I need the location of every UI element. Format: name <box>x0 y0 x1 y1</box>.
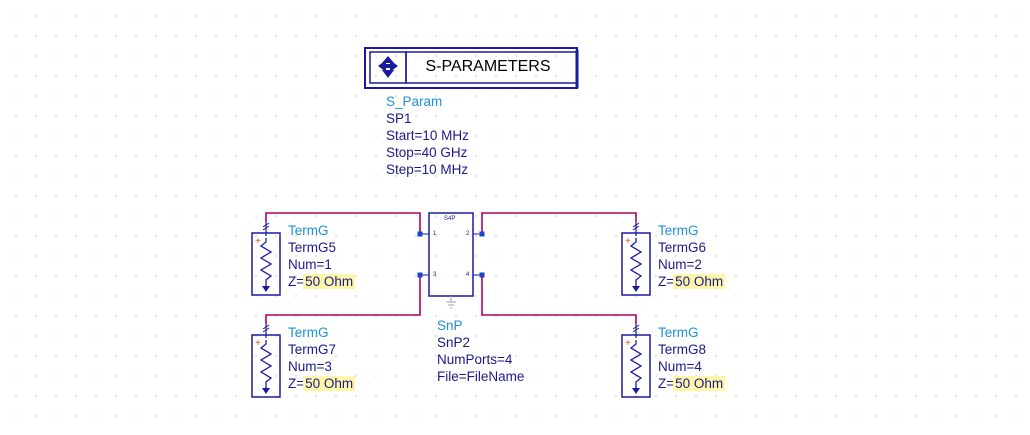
s-parameters-title: S-PARAMETERS <box>425 58 551 75</box>
plus-polarity-icon: + <box>255 338 261 349</box>
term8-instance-name: TermG8 <box>658 342 707 357</box>
term6-z-value[interactable]: 50 Ohm <box>673 274 726 289</box>
term7-impedance[interactable]: Z=50 Ohm <box>288 375 356 392</box>
wire-port2 <box>481 212 637 234</box>
terminations: + + + + <box>251 222 651 398</box>
term7-instance-name: TermG7 <box>288 342 337 357</box>
term5-impedance[interactable]: Z=50 Ohm <box>288 273 356 290</box>
snp-component-symbol[interactable] <box>417 212 485 297</box>
s-parameters-controller[interactable] <box>364 47 579 89</box>
wire-port1 <box>265 212 421 234</box>
wire-port4 <box>481 275 637 324</box>
snp-instance-name: SnP2 <box>437 335 471 350</box>
sparam-type-label: S_Param <box>386 94 443 109</box>
term8-impedance[interactable]: Z=50 Ohm <box>658 375 726 392</box>
wires <box>265 212 637 324</box>
term8-type-label: TermG <box>658 325 699 340</box>
s4p-pin-2: 2 <box>466 231 470 237</box>
s4p-symbol-label: S4P <box>444 216 456 222</box>
plus-polarity-icon: + <box>255 236 261 247</box>
term5-z-value[interactable]: 50 Ohm <box>303 274 356 289</box>
term6-symbol[interactable]: + <box>621 222 651 296</box>
sparam-start[interactable]: Start=10 MHz <box>386 128 469 143</box>
plus-polarity-icon: + <box>625 338 631 349</box>
term6-z-prefix: Z= <box>658 274 675 289</box>
term7-z-value[interactable]: 50 Ohm <box>303 376 356 391</box>
term8-num[interactable]: Num=4 <box>658 359 702 374</box>
snp-file[interactable]: File=FileName <box>437 369 525 384</box>
s4p-pin-4: 4 <box>466 272 470 278</box>
s4p-pin-3: 3 <box>433 272 437 278</box>
s-parameter-controller-icon <box>378 56 398 78</box>
term7-z-prefix: Z= <box>288 376 305 391</box>
term6-impedance[interactable]: Z=50 Ohm <box>658 273 726 290</box>
term5-symbol[interactable]: + <box>251 222 281 296</box>
plus-polarity-icon: + <box>625 236 631 247</box>
term5-num[interactable]: Num=1 <box>288 257 332 272</box>
term5-instance-name: TermG5 <box>288 240 337 255</box>
sparam-stop[interactable]: Stop=40 GHz <box>386 145 468 160</box>
wire-port3 <box>265 275 421 324</box>
sparam-instance-name: SP1 <box>386 111 412 126</box>
term8-z-value[interactable]: 50 Ohm <box>673 376 726 391</box>
term7-type-label: TermG <box>288 325 329 340</box>
term6-num[interactable]: Num=2 <box>658 257 702 272</box>
term5-z-prefix: Z= <box>288 274 305 289</box>
term7-num[interactable]: Num=3 <box>288 359 332 374</box>
sparam-step[interactable]: Step=10 MHz <box>386 162 469 177</box>
term8-z-prefix: Z= <box>658 376 675 391</box>
snp-type-label: SnP <box>437 318 463 333</box>
s4p-pin-1: 1 <box>433 231 437 237</box>
term6-instance-name: TermG6 <box>658 240 707 255</box>
term8-symbol[interactable]: + <box>621 324 651 398</box>
term6-type-label: TermG <box>658 223 699 238</box>
term7-symbol[interactable]: + <box>251 324 281 398</box>
ground-icon <box>446 296 456 309</box>
snp-numports[interactable]: NumPorts=4 <box>437 352 513 367</box>
term5-type-label: TermG <box>288 223 329 238</box>
